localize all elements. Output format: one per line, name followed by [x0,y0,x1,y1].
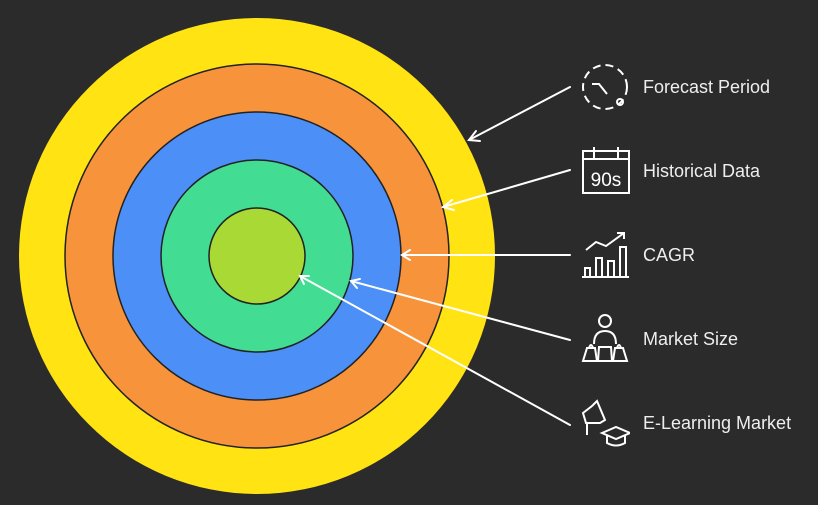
core-e-learning-market [208,207,306,305]
arrow-forecast-period [467,86,571,142]
calendar-90s-icon: 90s [582,147,630,194]
label-market-size: Market Size [643,329,739,349]
label-e-learning-market: E-Learning Market [643,413,792,433]
label-cagr: CAGR [643,245,696,265]
arrow-cagr [400,249,571,261]
clock-dashed-icon [582,64,628,110]
label-historical-data: Historical Data [643,161,761,181]
growth-chart-icon [582,232,629,278]
arrow-market-size [349,278,571,341]
label-forecast-period: Forecast Period [643,77,771,97]
people-shopping-bags-icon [581,314,629,362]
arrow-historical-data [440,169,571,211]
svg-text:90s: 90s [591,170,622,191]
megaphone-graduation-cap-icon [581,399,630,447]
arrow-e-learning-market [298,275,571,426]
